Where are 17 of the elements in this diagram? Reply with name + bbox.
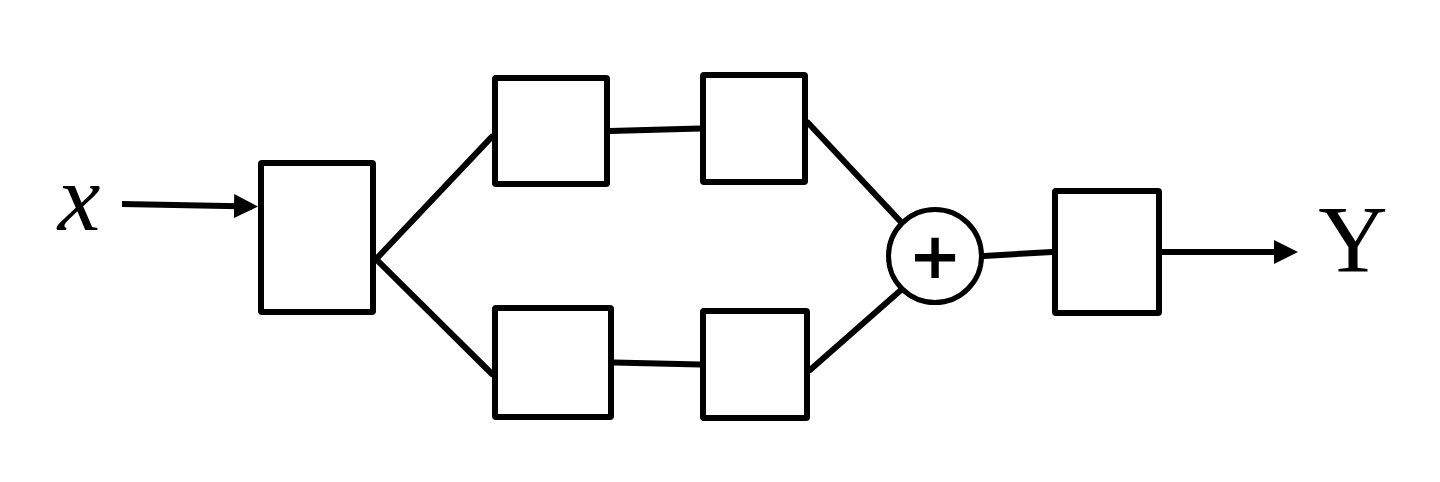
- connector-line: [981, 249, 1055, 259]
- process-box: [492, 305, 614, 420]
- arrow: [121, 194, 258, 219]
- process-box: [492, 75, 610, 187]
- connector-line: [807, 287, 904, 374]
- plus-sign: +: [908, 224, 962, 288]
- process-box: [1052, 188, 1162, 316]
- process-box: [700, 72, 808, 185]
- connector-line: [805, 119, 904, 225]
- connector-line: [611, 359, 703, 368]
- connector-line: [373, 256, 495, 377]
- process-box: [258, 160, 376, 315]
- variable-label: Y: [1298, 180, 1408, 300]
- arrow: [1162, 240, 1298, 264]
- connector-line: [607, 125, 703, 134]
- process-box: [700, 308, 810, 421]
- variable-label: x: [36, 138, 122, 258]
